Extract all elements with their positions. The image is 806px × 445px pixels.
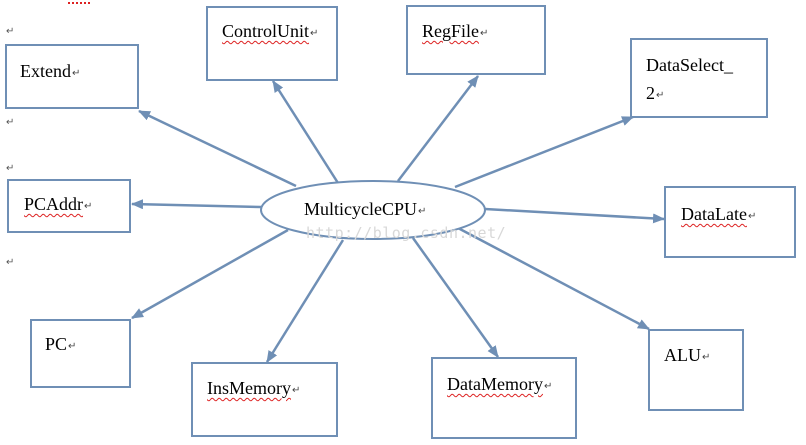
edge-arrow-alu	[457, 226, 650, 331]
edge-arrow-pc	[131, 228, 289, 320]
center-label: MulticycleCPU↵	[304, 199, 427, 219]
module-box-datamemory[interactable]	[431, 357, 577, 439]
edge-arrow-datalate	[484, 207, 665, 224]
module-box-extend[interactable]	[5, 44, 139, 109]
spell-underline-fragment	[68, 0, 90, 4]
edge-arrow-dataselect2	[454, 115, 634, 189]
module-label-pcaddr: PCAddr↵	[24, 194, 93, 214]
module-box-pcaddr[interactable]	[7, 179, 131, 233]
paragraph-mark: ↵	[6, 257, 15, 268]
edges-group	[131, 75, 665, 363]
paragraph-mark: ↵	[6, 117, 15, 128]
module-box-datalate[interactable]	[664, 186, 796, 258]
module-box-regfile[interactable]	[406, 5, 546, 75]
module-box-dataselect2[interactable]	[630, 38, 768, 118]
module-label-alu: ALU↵	[664, 345, 711, 365]
module-label-controlunit: ControlUnit↵	[222, 21, 319, 41]
edge-arrow-extend	[138, 109, 297, 188]
module-box-pc[interactable]	[30, 319, 131, 388]
edge-arrow-pcaddr	[131, 199, 262, 210]
paragraph-mark: ↵	[6, 163, 15, 174]
center-ellipse	[260, 180, 486, 240]
edge-arrow-controlunit	[271, 80, 340, 184]
module-label-pc: PC↵	[45, 334, 77, 354]
module-box-alu[interactable]	[648, 329, 744, 411]
edge-arrow-regfile	[397, 75, 479, 182]
module-label-dataselect2-line2: 2↵	[646, 83, 665, 103]
module-label-insmemory: InsMemory↵	[207, 378, 301, 398]
watermark: http://blog.csdn.net/	[306, 224, 507, 242]
module-label-datalate: DataLate↵	[681, 204, 757, 224]
module-label-regfile: RegFile↵	[422, 21, 489, 41]
module-label-datamemory: DataMemory↵	[447, 374, 553, 394]
module-box-insmemory[interactable]	[191, 362, 338, 437]
edge-arrow-insmemory	[265, 239, 345, 363]
edge-arrow-datamemory	[411, 237, 500, 358]
module-box-controlunit[interactable]	[206, 6, 338, 81]
module-label-dataselect2: DataSelect_	[646, 55, 733, 75]
module-label-extend: Extend↵	[20, 61, 81, 81]
paragraph-mark: ↵	[6, 26, 15, 37]
